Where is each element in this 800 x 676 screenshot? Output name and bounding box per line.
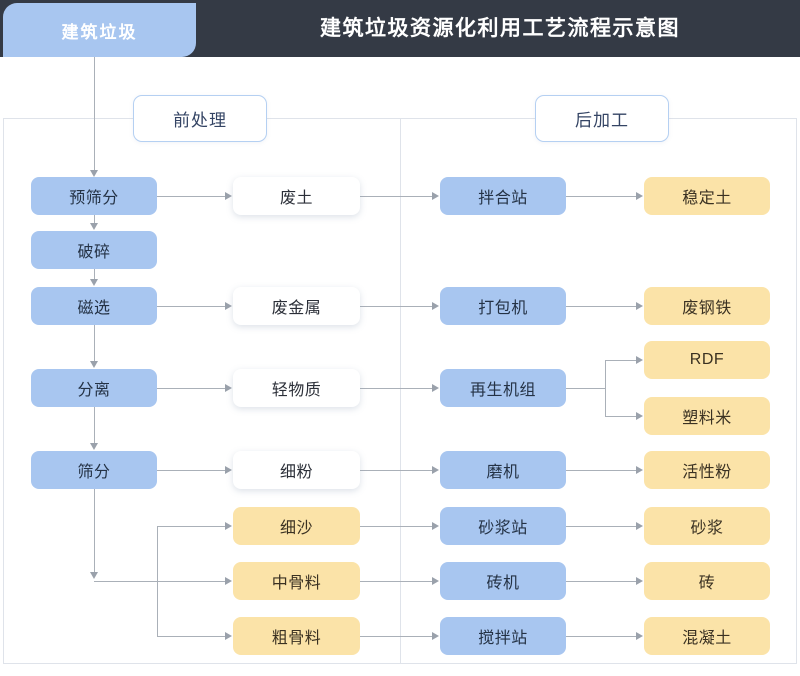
node-rdf[interactable]: RDF	[644, 341, 770, 379]
arrowhead-mill-to-active-powder	[636, 466, 643, 474]
arrowhead-baler-to-scrap-steel	[636, 302, 643, 310]
connector-recycling-unit-stub	[566, 388, 606, 389]
node-light-material[interactable]: 轻物质	[233, 369, 360, 407]
arrowhead-crushing-to-magnetic	[90, 279, 98, 286]
arrowhead-brick-machine-to-brick	[636, 577, 643, 585]
arrowhead-prescreen-to-crushing	[90, 223, 98, 230]
node-mortar[interactable]: 砂浆	[644, 507, 770, 545]
arrowhead-recycling-unit-to-rdf	[636, 356, 643, 364]
arrowhead-magnetic-to-waste-metal	[225, 302, 232, 310]
node-active-powder[interactable]: 活性粉	[644, 451, 770, 489]
connector-magnetic-to-waste-metal	[157, 306, 226, 307]
connector-light-material-to-recycling-unit	[360, 388, 433, 389]
node-waste-soil[interactable]: 废土	[233, 177, 360, 215]
connector-screening-to-aggregate-bus	[94, 489, 95, 573]
node-brick[interactable]: 砖	[644, 562, 770, 600]
node-concrete[interactable]: 混凝土	[644, 617, 770, 655]
connector-trunk-to-fine-sand	[157, 526, 226, 527]
connector-waste-metal-to-baler	[360, 306, 433, 307]
connector-coarse-aggregate-to-concrete-plant	[360, 636, 433, 637]
arrowhead-trunk-to-medium-aggregate	[225, 577, 232, 585]
connector-recycling-unit-split-trunk	[605, 360, 606, 416]
arrowhead-separation-to-screening	[90, 443, 98, 450]
connector-recycling-unit-to-plastic-pellets	[605, 416, 637, 417]
arrowhead-recycling-unit-to-plastic-pellets	[636, 412, 643, 420]
arrowhead-waste-metal-to-baler	[432, 302, 439, 310]
arrowhead-medium-aggregate-to-brick-machine	[432, 577, 439, 585]
arrowhead-mixing-station-to-stabilized-soil	[636, 192, 643, 200]
arrowhead-magnetic-to-separation	[90, 361, 98, 368]
node-medium-aggregate[interactable]: 中骨料	[233, 562, 360, 600]
node-prescreen[interactable]: 预筛分	[31, 177, 157, 215]
arrowhead-light-material-to-recycling-unit	[432, 384, 439, 392]
node-screening[interactable]: 筛分	[31, 451, 157, 489]
node-fine-sand[interactable]: 细沙	[233, 507, 360, 545]
connector-source-to-prescreen	[94, 57, 95, 170]
node-scrap-steel[interactable]: 废钢铁	[644, 287, 770, 325]
connector-trunk-to-medium-aggregate	[157, 581, 226, 582]
node-separation[interactable]: 分离	[31, 369, 157, 407]
stage-label-post-processing: 后加工	[535, 95, 669, 142]
connector-recycling-unit-to-rdf	[605, 360, 637, 361]
arrowhead-coarse-aggregate-to-concrete-plant	[432, 632, 439, 640]
connector-mill-to-active-powder	[566, 470, 637, 471]
arrowhead-separation-to-light-material	[225, 384, 232, 392]
stage-label-pre-processing: 前处理	[133, 95, 267, 142]
node-stabilized-soil[interactable]: 稳定土	[644, 177, 770, 215]
node-waste-metal[interactable]: 废金属	[233, 287, 360, 325]
node-mill[interactable]: 磨机	[440, 451, 566, 489]
connector-bus-to-aggregate-trunk	[94, 581, 157, 582]
node-mortar-station[interactable]: 砂浆站	[440, 507, 566, 545]
node-fine-powder[interactable]: 细粉	[233, 451, 360, 489]
arrowhead-screening-to-fine-powder	[225, 466, 232, 474]
node-mixing-station[interactable]: 拌合站	[440, 177, 566, 215]
node-concrete-plant[interactable]: 搅拌站	[440, 617, 566, 655]
node-magnetic-separation[interactable]: 磁选	[31, 287, 157, 325]
connector-prescreen-to-crushing	[94, 215, 95, 224]
connector-prescreen-to-waste-soil	[157, 196, 226, 197]
connector-screening-to-fine-powder	[157, 470, 226, 471]
connector-medium-aggregate-to-brick-machine	[360, 581, 433, 582]
node-recycling-unit[interactable]: 再生机组	[440, 369, 566, 407]
connector-brick-machine-to-brick	[566, 581, 637, 582]
connector-separation-to-screening	[94, 407, 95, 444]
arrowhead-prescreen-to-waste-soil	[225, 192, 232, 200]
stage-divider	[400, 118, 401, 664]
arrowhead-trunk-to-coarse-aggregate	[225, 632, 232, 640]
arrowhead-source-to-prescreen	[90, 170, 98, 177]
arrowhead-waste-soil-to-mixing-station	[432, 192, 439, 200]
connector-magnetic-to-separation	[94, 325, 95, 362]
connector-trunk-to-coarse-aggregate	[157, 636, 226, 637]
arrowhead-fine-powder-to-mill	[432, 466, 439, 474]
arrowhead-mortar-station-to-mortar	[636, 522, 643, 530]
connector-baler-to-scrap-steel	[566, 306, 637, 307]
connector-crushing-to-magnetic	[94, 269, 95, 280]
arrowhead-fine-sand-to-mortar-station	[432, 522, 439, 530]
node-plastic-pellets[interactable]: 塑料米	[644, 397, 770, 435]
connector-waste-soil-to-mixing-station	[360, 196, 433, 197]
connector-concrete-plant-to-concrete	[566, 636, 637, 637]
node-brick-machine[interactable]: 砖机	[440, 562, 566, 600]
connector-fine-sand-to-mortar-station	[360, 526, 433, 527]
node-crushing[interactable]: 破碎	[31, 231, 157, 269]
arrowhead-concrete-plant-to-concrete	[636, 632, 643, 640]
source-tab-construction-waste[interactable]: 建筑垃圾	[3, 3, 196, 57]
page-title: 建筑垃圾资源化利用工艺流程示意图	[320, 17, 680, 40]
connector-fine-powder-to-mill	[360, 470, 433, 471]
arrowhead-screening-bus-down	[90, 572, 98, 579]
connector-separation-to-light-material	[157, 388, 226, 389]
arrowhead-trunk-to-fine-sand	[225, 522, 232, 530]
node-baler[interactable]: 打包机	[440, 287, 566, 325]
connector-mortar-station-to-mortar	[566, 526, 637, 527]
node-coarse-aggregate[interactable]: 粗骨料	[233, 617, 360, 655]
connector-mixing-station-to-stabilized-soil	[566, 196, 637, 197]
